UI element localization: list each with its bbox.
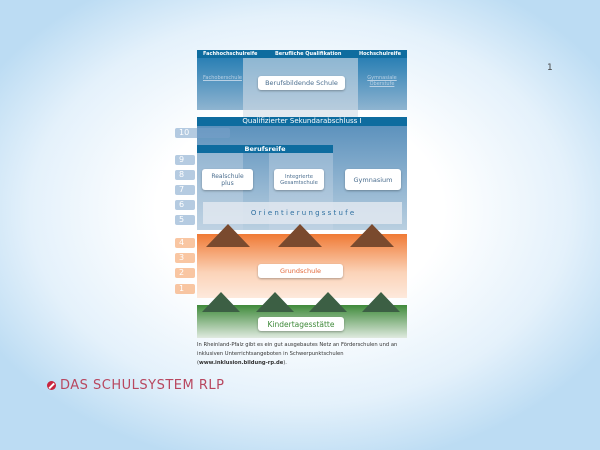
caption: In Rheinland-Pfalz gibt es ein gut ausge…	[197, 341, 412, 368]
header-fachhochschulreife: Fachhochschulreife	[203, 51, 258, 57]
grade-4: 4	[175, 238, 195, 248]
transition-triangle	[202, 292, 240, 312]
kindertagesstaette-box: Kindertagesstätte	[258, 317, 344, 331]
transition-triangle	[362, 292, 400, 312]
realschule-plus-box: Realschule plus	[202, 169, 253, 190]
transition-triangle	[309, 292, 347, 312]
slide-title: DAS SCHULSYSTEM RLP	[47, 378, 224, 393]
grade-7: 7	[175, 185, 195, 195]
header-berufliche-qualifikation: Berufliche Qualifikation	[274, 51, 342, 57]
caption-link[interactable]: www.inklusion.bildung-rp.de	[199, 360, 284, 366]
grade-1: 1	[175, 284, 195, 294]
gymnasium-box: Gymnasium	[345, 169, 401, 190]
transition-triangle	[206, 224, 250, 247]
berufsbildende-schule-box: Berufsbildende Schule	[258, 76, 345, 90]
qualifizierter-sekundarabschluss-bar: Qualifizierter Sekundarabschluss I	[197, 117, 407, 126]
grade-10: 10	[175, 128, 230, 138]
grade-5: 5	[175, 215, 195, 225]
grade-3: 3	[175, 253, 195, 263]
caption-end: ).	[283, 360, 287, 366]
page-number: 1	[547, 63, 553, 73]
grade-2: 2	[175, 268, 195, 278]
integrierte-gesamtschule-box: Integrierte Gesamtschule	[274, 169, 324, 190]
grade-9: 9	[175, 155, 195, 165]
berufsreife-bar: Berufsreife	[197, 145, 333, 153]
grade-8: 8	[175, 170, 195, 180]
transition-triangle	[256, 292, 294, 312]
orientierungsstufe-band: O r i e n t i e r u n g s s t u f e	[203, 202, 402, 224]
top-header-bar: Fachhochschulreife Berufliche Qualifikat…	[197, 50, 407, 58]
gymnasiale-oberstufe-label: Gymnasiale Oberstufe	[367, 75, 397, 87]
fachoberschule-label: Fachoberschule	[203, 75, 242, 81]
caption-text: In Rheinland-Pfalz gibt es ein gut ausge…	[197, 342, 398, 366]
transition-triangle	[350, 224, 394, 247]
grade-6: 6	[175, 200, 195, 210]
title-text: DAS SCHULSYSTEM RLP	[60, 378, 225, 393]
grundschule-box: Grundschule	[258, 264, 343, 278]
transition-triangle	[278, 224, 322, 247]
header-hochschulreife: Hochschulreife	[358, 51, 401, 57]
no-entry-icon	[47, 381, 56, 390]
